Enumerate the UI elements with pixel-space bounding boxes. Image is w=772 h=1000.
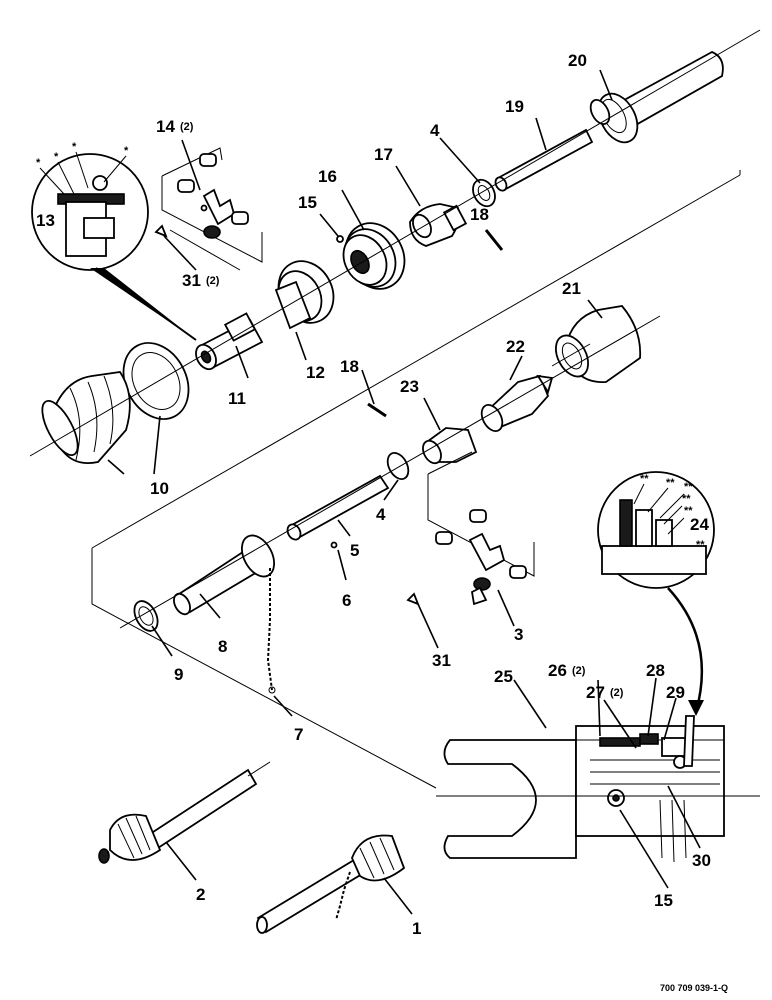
- svg-text:*: *: [124, 145, 129, 157]
- label-3: 3: [514, 625, 523, 644]
- label-7: 7: [294, 725, 303, 744]
- label-27: 27: [586, 683, 605, 702]
- cross-kit-3: [406, 451, 535, 606]
- shield-bearing-ring-20: [597, 92, 639, 144]
- label-30: 30: [692, 851, 711, 870]
- label-14: 14: [156, 117, 175, 136]
- boot-10: [41, 342, 190, 464]
- yoke-11: [195, 312, 264, 371]
- label-20: 20: [568, 51, 587, 70]
- label-14-qty: (2): [180, 121, 194, 133]
- svg-text:*: *: [36, 157, 41, 169]
- label-6: 6: [342, 591, 351, 610]
- label-4-lower: 4: [376, 505, 386, 524]
- label-28: 28: [646, 661, 665, 680]
- detail-inset-24: [597, 471, 715, 716]
- safety-chain-7: [266, 568, 273, 691]
- drawing-reference: 700 709 039-1-Q: [660, 983, 728, 993]
- label-23: 23: [400, 377, 419, 396]
- inset-13-marks: * * * *: [36, 141, 129, 195]
- svg-text:**: **: [684, 505, 693, 517]
- svg-text:**: **: [684, 481, 693, 493]
- label-31-lower: 31: [432, 651, 451, 670]
- label-15-lower: 15: [654, 891, 673, 910]
- shield-cone-16: [342, 222, 406, 290]
- inset-24-marks: ** ** ** ** ** **: [633, 473, 705, 551]
- bearing-ring-4-lower: [386, 452, 410, 480]
- grease-fitting-15-upper: [336, 235, 344, 243]
- label-31-upper-qty: (2): [206, 275, 220, 287]
- assembly-frame: [91, 170, 741, 789]
- svg-text:*: *: [54, 151, 59, 163]
- leader-lines: [107, 69, 701, 915]
- label-10: 10: [150, 479, 169, 498]
- label-4-upper: 4: [430, 121, 440, 140]
- label-27-qty: (2): [610, 687, 624, 699]
- label-21: 21: [562, 279, 581, 298]
- shield-cone-12: [274, 260, 335, 330]
- upper-assembly: [29, 29, 761, 464]
- complete-shaft-1: [256, 834, 406, 934]
- svg-text:**: **: [640, 473, 649, 485]
- part-labels: 20 19 4 17 18 16 15 14 (2) 13 31 (2) 11 …: [36, 51, 711, 938]
- label-18-upper: 18: [470, 205, 489, 224]
- label-24: 24: [690, 515, 709, 534]
- svg-text:**: **: [696, 539, 705, 551]
- svg-text:*: *: [72, 141, 77, 153]
- label-1: 1: [412, 919, 421, 938]
- label-5: 5: [350, 541, 359, 560]
- label-11: 11: [228, 389, 246, 408]
- roll-pin-18-upper: [484, 229, 504, 251]
- label-9: 9: [174, 665, 183, 684]
- grease-fitting-6: [330, 541, 338, 549]
- label-26-qty: (2): [572, 665, 586, 677]
- label-31-upper: 31: [182, 271, 201, 290]
- label-22: 22: [506, 337, 525, 356]
- label-2: 2: [196, 885, 205, 904]
- label-16: 16: [318, 167, 337, 186]
- inner-tube-19: [496, 128, 594, 192]
- svg-text:**: **: [682, 493, 691, 505]
- label-29: 29: [666, 683, 685, 702]
- bearing-ring-9: [133, 600, 159, 632]
- label-15-upper: 15: [298, 193, 317, 212]
- label-18-lower: 18: [340, 357, 359, 376]
- roll-pin-18-lower: [367, 402, 387, 418]
- label-25: 25: [494, 667, 513, 686]
- inner-tube-5: [288, 474, 390, 540]
- detail-inset-13: [31, 153, 197, 341]
- label-8: 8: [218, 637, 227, 656]
- label-26: 26: [548, 661, 567, 680]
- complete-shaft-2: [98, 761, 271, 864]
- label-12: 12: [306, 363, 325, 382]
- svg-text:**: **: [666, 477, 675, 489]
- label-13: 13: [36, 211, 55, 230]
- coupling-detail: [436, 715, 760, 863]
- label-19: 19: [505, 97, 524, 116]
- cross-kit-14: [154, 147, 263, 271]
- middle-assembly: [119, 305, 661, 694]
- label-17: 17: [374, 145, 393, 164]
